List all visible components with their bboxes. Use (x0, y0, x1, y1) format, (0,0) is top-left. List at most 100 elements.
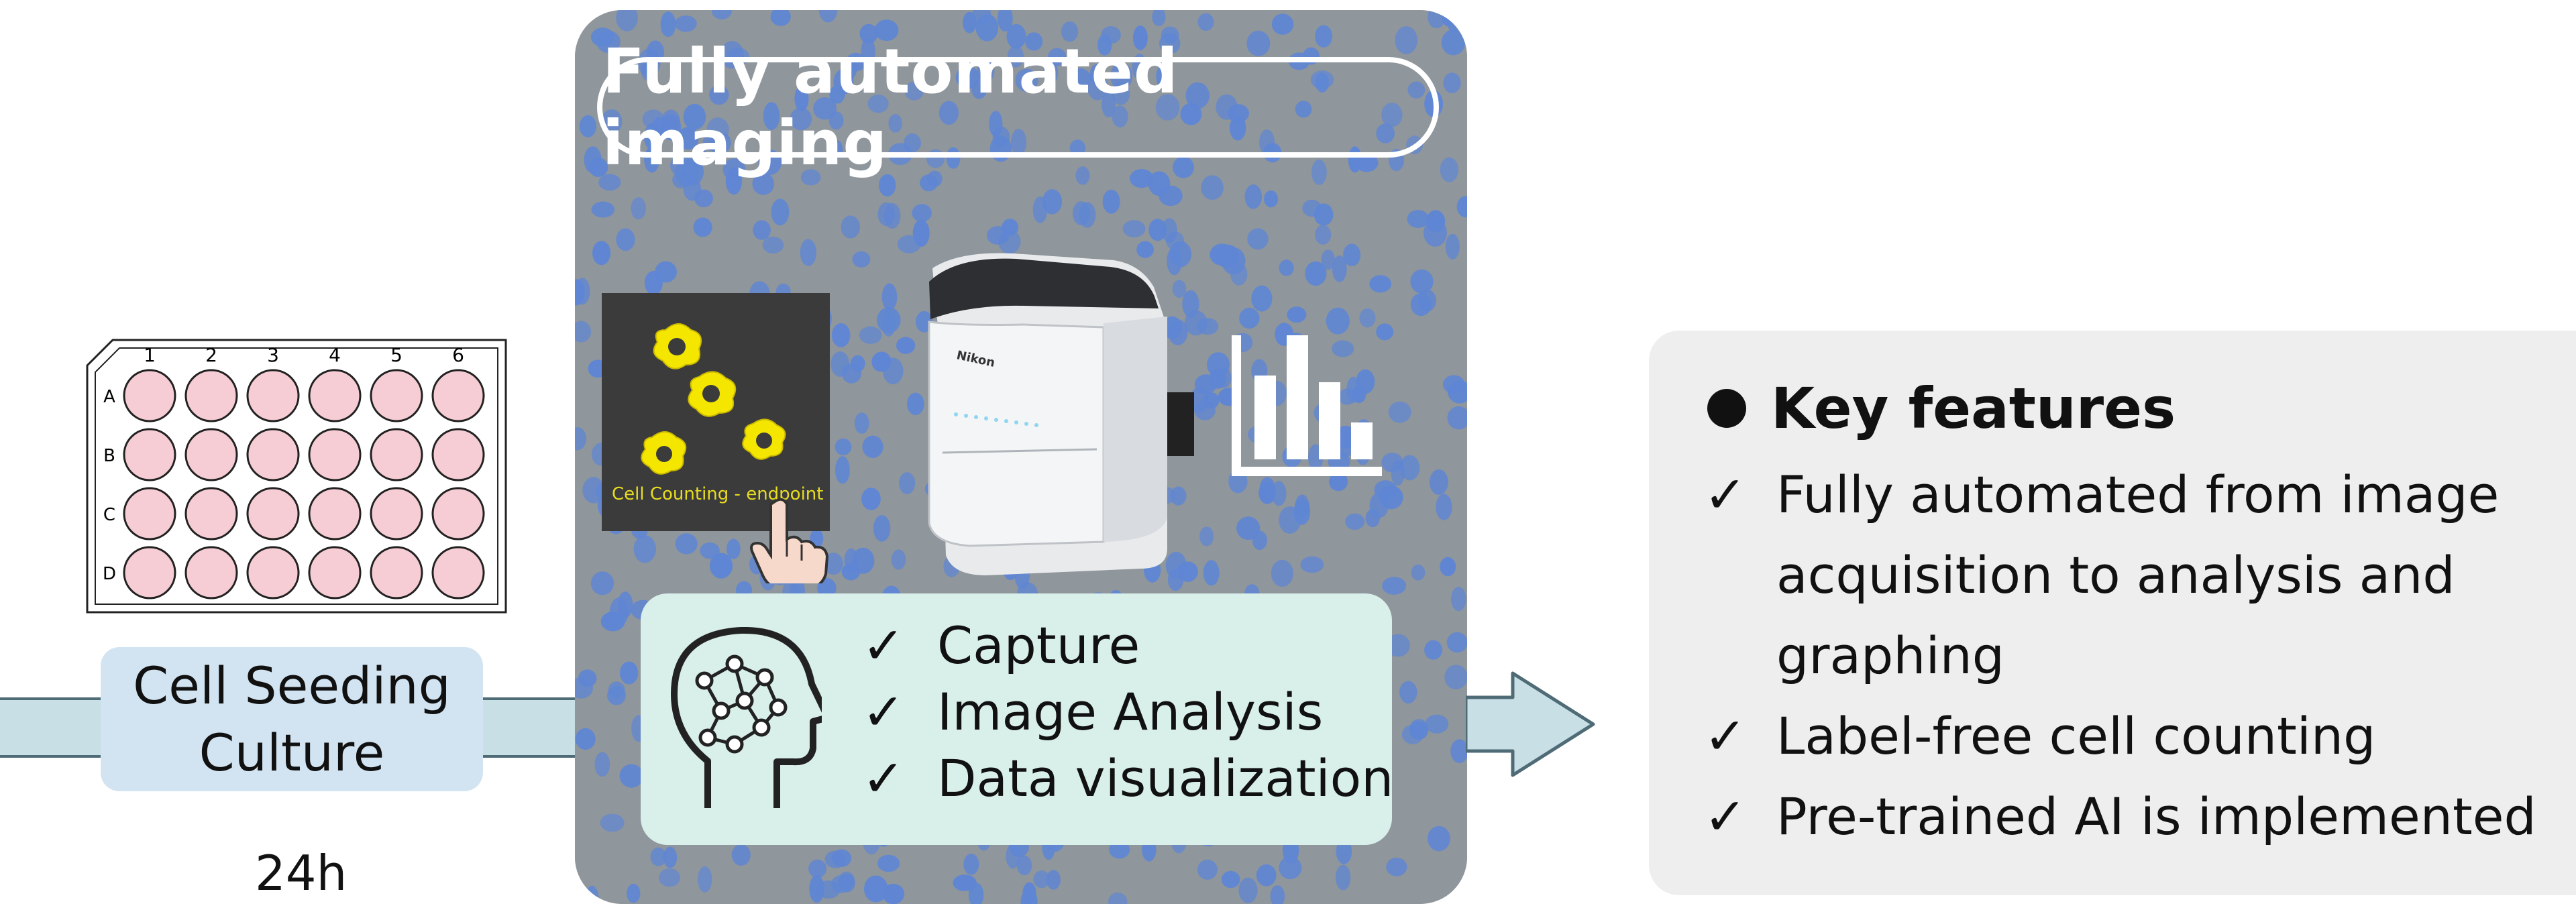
cell-nucleus (861, 488, 881, 510)
plate-column-label: 3 (267, 344, 279, 366)
cell-nucleus (839, 871, 855, 889)
check-icon: ✓ (1704, 465, 1747, 524)
cell-nucleus (675, 533, 698, 555)
check-icon: ✓ (1704, 787, 1747, 846)
cell-nucleus (1075, 166, 1090, 185)
cell-nucleus (1388, 401, 1411, 423)
cell-nucleus (1450, 739, 1467, 763)
cell-nucleus (661, 109, 680, 133)
cell-nucleus (1305, 261, 1327, 286)
feature-1-line-2: acquisition to analysis and (1776, 545, 2455, 605)
cell-nucleus (1156, 64, 1170, 89)
cell-nucleus (663, 846, 678, 868)
cell-nucleus (1155, 94, 1180, 121)
cell-nucleus (1246, 30, 1271, 56)
cell-nucleus (877, 202, 896, 227)
cell-nucleus (977, 59, 995, 83)
cell-nucleus (675, 15, 697, 32)
cell-nucleus (1335, 864, 1351, 891)
cell-nucleus (997, 10, 1013, 32)
plate-well (308, 546, 362, 599)
plate-well (184, 369, 238, 422)
cell-nucleus (627, 883, 641, 903)
cell-nucleus (1287, 306, 1307, 323)
cell-nucleus (1016, 855, 1032, 876)
cell-nucleus (1441, 30, 1466, 56)
cell-nucleus (1343, 243, 1361, 267)
cell-nucleus (1043, 60, 1059, 85)
cell-nucleus (1110, 62, 1133, 90)
cell-nucleus (897, 235, 921, 253)
cell-nucleus (771, 198, 790, 226)
cell-nucleus (800, 239, 816, 266)
cell-nucleus (1201, 175, 1224, 200)
cell-nucleus (1247, 228, 1269, 250)
cell-nucleus (1332, 340, 1354, 357)
pointing-hand-icon (750, 498, 829, 583)
cell-nucleus (693, 217, 712, 237)
cell-nucleus (1168, 319, 1188, 345)
time-label: 24h (255, 845, 347, 901)
cell-nucleus (1428, 825, 1450, 852)
cell-nucleus (1042, 189, 1063, 215)
cell-nucleus (1410, 269, 1434, 294)
cell-nucleus (1236, 516, 1260, 540)
plate-column-label: 4 (329, 344, 341, 366)
cell-nucleus (578, 669, 597, 687)
cell-nucleus (938, 101, 959, 125)
cell-nucleus (1270, 885, 1285, 904)
cell-nucleus (1399, 455, 1420, 481)
cell-nucleus (711, 10, 732, 19)
step-data-visualization: ✓ Data visualization (862, 748, 1394, 808)
cell-nucleus (1311, 159, 1327, 185)
cell-nucleus (1332, 255, 1347, 282)
cell-nucleus (1338, 388, 1356, 405)
cell-nucleus (972, 10, 991, 25)
cell-nucleus (881, 283, 898, 311)
cell-nucleus (818, 10, 838, 23)
cell-nucleus (1315, 225, 1332, 245)
plate-wells (123, 369, 485, 599)
cell-counting-label: Cell Counting - endpoint (612, 484, 824, 504)
cell-counting-thumbnail (602, 293, 830, 531)
cell-nucleus (1321, 249, 1335, 270)
cell-nucleus (1442, 375, 1465, 394)
cell-nucleus (790, 107, 812, 131)
cell-nucleus (1025, 32, 1043, 51)
feature-2: Label-free cell counting (1776, 706, 2376, 766)
cell-nucleus (888, 114, 902, 133)
cell-nucleus (731, 844, 751, 866)
cell-nucleus (1359, 308, 1376, 328)
key-features-box (1649, 331, 2576, 895)
check-icon: ✓ (862, 748, 905, 808)
plate-well (246, 546, 300, 599)
cell-nucleus (851, 547, 875, 574)
plate-well (123, 487, 176, 540)
plate-column-label: 5 (390, 344, 402, 366)
cell-nucleus (616, 228, 635, 251)
bar-chart-icon (1232, 335, 1382, 476)
cell-nucleus (852, 251, 871, 268)
cell-nucleus (1271, 481, 1287, 506)
plate-well (370, 428, 423, 481)
cell-nucleus (1436, 494, 1452, 520)
cell-nucleus (1355, 154, 1379, 172)
cell-nucleus (824, 553, 843, 575)
cell-nucleus (891, 549, 906, 570)
cell-nucleus (800, 169, 821, 186)
cell-nucleus (588, 158, 608, 177)
cell-nucleus (874, 19, 899, 41)
plate-row-label: D (103, 564, 116, 584)
cell-nucleus (871, 351, 892, 372)
cell-nucleus (1102, 189, 1120, 214)
cell-nucleus (841, 363, 861, 384)
cell-nucleus (971, 80, 987, 99)
cell-nucleus (1429, 469, 1448, 496)
cell-nucleus (882, 884, 905, 904)
plate-well (431, 546, 485, 599)
cell-nucleus (752, 172, 775, 195)
plate-column-label: 6 (452, 344, 464, 366)
cell-nucleus (1386, 858, 1407, 876)
cell-nucleus (631, 197, 646, 220)
cell-nucleus (955, 66, 980, 89)
